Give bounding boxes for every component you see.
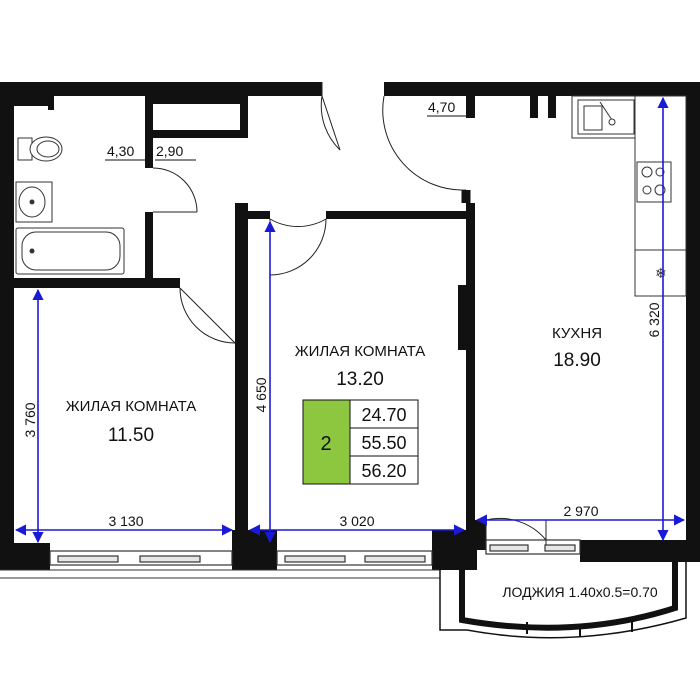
sink-icon bbox=[15, 181, 53, 223]
facade-line bbox=[0, 569, 440, 579]
kitchen-fixtures: ❄ bbox=[571, 95, 687, 297]
kitchen-area: 18.90 bbox=[553, 350, 601, 371]
bathroom-fixtures bbox=[15, 136, 125, 275]
center-width-label: 3 020 bbox=[339, 513, 374, 529]
rooms-count-badge bbox=[303, 400, 350, 484]
living-center-name: ЖИЛАЯ КОМНАТА bbox=[295, 343, 426, 360]
fridge-icon: ❄ bbox=[634, 249, 687, 297]
wc-area-label: 2,90 bbox=[156, 143, 183, 159]
dimension-lines bbox=[14, 96, 686, 544]
windows bbox=[49, 539, 581, 566]
living-area-value: 24.70 bbox=[361, 405, 406, 425]
left-height-label: 3 760 bbox=[22, 402, 38, 437]
toilet-icon bbox=[17, 136, 63, 162]
walls bbox=[0, 82, 700, 570]
svg-text:❄: ❄ bbox=[655, 266, 667, 282]
area-summary: 2 24.70 55.50 56.20 bbox=[302, 399, 419, 485]
living-left-area: 11.50 bbox=[108, 425, 154, 446]
stove-icon bbox=[636, 161, 672, 203]
bathtub-icon bbox=[15, 227, 125, 275]
center-height-label: 4 650 bbox=[253, 377, 269, 412]
living-left-name: ЖИЛАЯ КОМНАТА bbox=[66, 398, 197, 415]
left-width-label: 3 130 bbox=[108, 513, 143, 529]
kitchen-sink-icon bbox=[577, 99, 635, 135]
bath-area-label: 4,30 bbox=[107, 143, 134, 159]
rooms-count: 2 bbox=[320, 433, 331, 455]
total-with-loggia-value: 56.20 bbox=[361, 461, 406, 481]
right-height-label: 6 320 bbox=[646, 302, 662, 337]
loggia-label: ЛОДЖИЯ 1.40х0.5=0.70 bbox=[502, 584, 658, 600]
area-underlines bbox=[105, 115, 466, 161]
living-center-area: 13.20 bbox=[336, 369, 384, 390]
hall-area-label: 4,70 bbox=[428, 99, 455, 115]
loggia bbox=[439, 562, 687, 639]
right-width-label: 2 970 bbox=[563, 503, 598, 519]
kitchen-name: КУХНЯ bbox=[552, 325, 602, 342]
room-labels: 4,30 2,90 4,70 ЖИЛАЯ КОМНАТА 11.50 ЖИЛАЯ… bbox=[66, 99, 658, 600]
total-area-value: 55.50 bbox=[361, 433, 406, 453]
dimension-labels: 3 760 4 650 6 320 3 130 3 020 2 970 bbox=[22, 302, 662, 529]
